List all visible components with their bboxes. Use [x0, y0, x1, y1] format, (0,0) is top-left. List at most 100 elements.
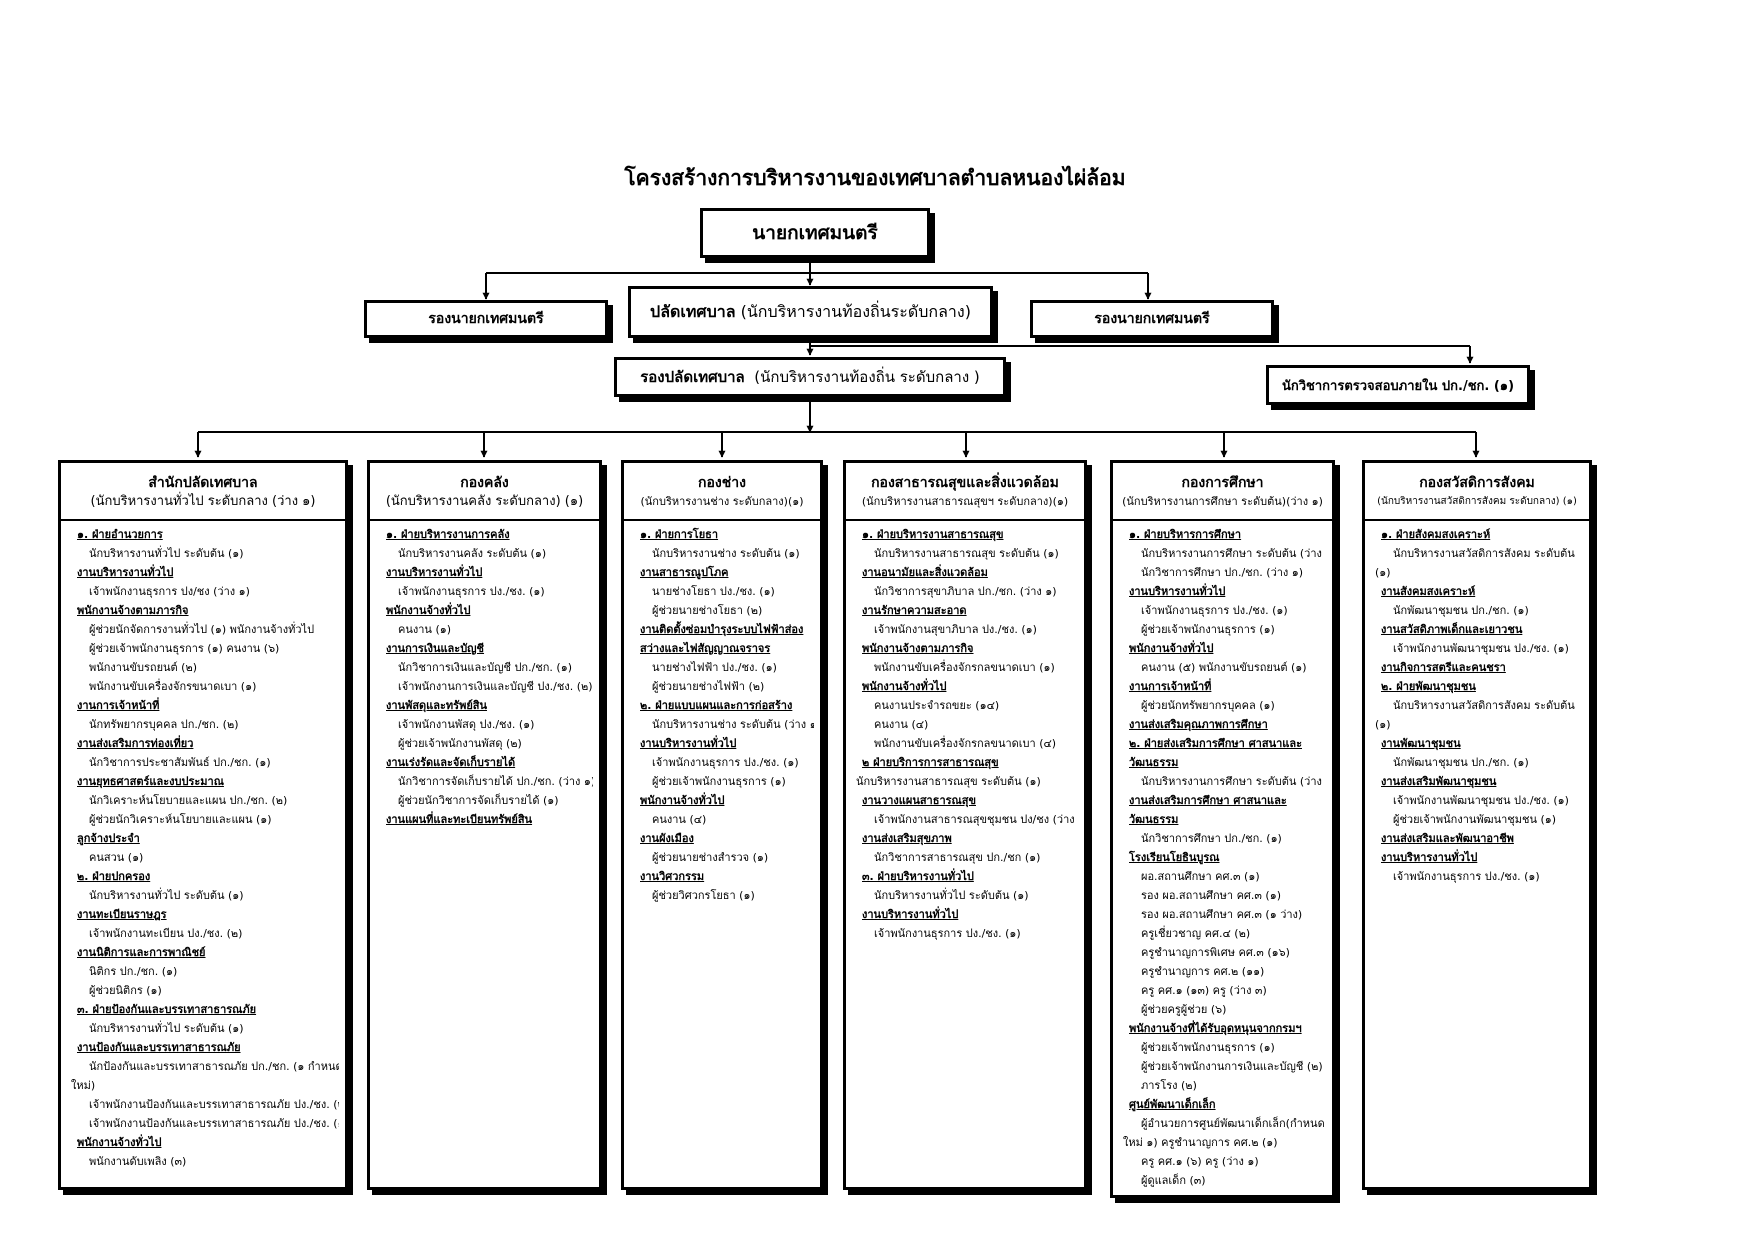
position-line: เจ้าพนักงานสาธารณสุขชุมชน ปง/ชง (ว่าง ๑) — [874, 813, 1078, 826]
section-heading: ๒. ฝ่ายส่งเสริมการศึกษา ศาสนาและ — [1129, 737, 1302, 750]
section-heading: พนักงานจ้างตามภารกิจ — [862, 642, 974, 655]
position-line: นักวิชาการเงินและบัญชี ปก./ชก. (๑) — [398, 661, 572, 674]
deputy-mayor-left-label: รองนายกเทศมนตรี — [428, 311, 544, 327]
section-heading: พนักงานจ้างทั่วไป — [862, 680, 947, 693]
section-heading: งานพัฒนาชุมชน — [1381, 737, 1461, 750]
position-line: ผู้ช่วยเจ้าพนักงานธุรการ (๑) — [652, 775, 786, 788]
division-column: กองสวัสดิการสังคม(นักบริหารงานสวัสดิการส… — [1362, 460, 1592, 1190]
position-line: เจ้าพนักงานสุขาภิบาล ปง./ชง. (๑) — [874, 623, 1037, 636]
deputy-mayor-left-box: รองนายกเทศมนตรี — [364, 300, 608, 338]
deputy-mayor-right-label: รองนายกเทศมนตรี — [1094, 311, 1210, 327]
division-header: กองช่าง(นักบริหารงานช่าง ระดับกลาง)(๑) — [624, 463, 820, 521]
position-line: ผู้ช่วยนายช่างไฟฟ้า (๒) — [652, 680, 765, 693]
auditor-box: นักวิชาการตรวจสอบภายใน ปก./ชก. (๑) — [1266, 365, 1530, 405]
position-line: นักทรัพยากรบุคคล ปก./ชก. (๒) — [89, 718, 239, 731]
mayor-box: นายกเทศมนตรี — [700, 208, 930, 258]
division-subtitle: (นักบริหารงานสาธารณสุขฯ ระดับกลาง)(๑) — [861, 495, 1069, 508]
division-title: กองสาธารณสุขและสิ่งแวดล้อม — [871, 475, 1059, 491]
position-line: นักพัฒนาชุมชน ปก./ชก. (๑) — [1393, 756, 1529, 769]
section-heading: พนักงานจ้างตามภารกิจ — [77, 604, 189, 617]
division-body: ๑. ฝ่ายบริหารงานสาธารณสุขนักบริหารงานสาธ… — [846, 521, 1084, 943]
division-body: ๑. ฝ่ายสังคมสงเคราะห์นักบริหารงานสวัสดิก… — [1365, 521, 1589, 886]
deputy-clerk-label-bold: รองปลัดเทศบาล — [640, 368, 745, 386]
position-line: ผู้ช่วยเจ้าพนักงานพัสดุ (๒) — [398, 737, 522, 750]
position-line: นักวิชาการจัดเก็บรายได้ ปก./ชก. (ว่าง ๑) — [398, 775, 593, 788]
position-line: เจ้าพนักงานป้องกันและบรรเทาสาธารณภัย ปง.… — [89, 1117, 339, 1130]
division-body: ๑. ฝ่ายอำนวยการนักบริหารงานทั่วไป ระดับต… — [61, 521, 345, 1171]
division-header: กองการศึกษา (นักบริหารงานการศึกษา ระดับต้… — [1113, 463, 1332, 521]
position-line: พนักงานขับรถยนต์ (๒) — [89, 661, 198, 674]
position-line: นักบริหารงานช่าง ระดับต้น (๑) — [652, 547, 800, 560]
section-heading: ๒ ฝ่ายบริการการสาธารณสุข — [862, 756, 999, 769]
division-column: กองสาธารณสุขและสิ่งแวดล้อม (นักบริหารงานส… — [843, 460, 1087, 1190]
position-line: ครูเชี่ยวชาญ คศ.๔ (๒) — [1141, 927, 1251, 940]
division-subtitle: (นักบริหารงานช่าง ระดับกลาง)(๑) — [640, 495, 804, 508]
position-line: นักวิชาการศึกษา ปก./ชก. (ว่าง ๑) — [1141, 566, 1304, 579]
division-column: สำนักปลัดเทศบาล(นักบริหารงานทั่วไป ระดับ… — [58, 460, 348, 1190]
section-heading: งานติดตั้งซ่อมบำรุงระบบไฟฟ้าส่อง — [640, 623, 804, 636]
division-header: กองสวัสดิการสังคม(นักบริหารงานสวัสดิการส… — [1365, 463, 1589, 521]
division-column: กองช่าง(นักบริหารงานช่าง ระดับกลาง)(๑)๑.… — [621, 460, 823, 1190]
position-line: เจ้าพนักงานธุรการ ปง./ชง. (๑) — [398, 585, 545, 598]
position-line: นักบริหารงานสาธารณสุข ระดับต้น (๑) — [874, 547, 1059, 560]
position-line: ภารโรง (๒) — [1141, 1079, 1197, 1092]
section-heading: ศูนย์พัฒนาเด็กเล็ก — [1129, 1098, 1216, 1111]
position-line: นักบริหารงานการศึกษา ระดับต้น (ว่าง ๑) — [1141, 775, 1326, 788]
division-header: กองคลัง(นักบริหารงานคลัง ระดับกลาง) (๑) — [370, 463, 599, 521]
position-line: ใหม่) — [71, 1079, 96, 1092]
position-line: ผอ.สถานศึกษา คศ.๓ (๑) — [1141, 870, 1260, 883]
position-line: ผู้ช่วยนิติกร (๑) — [89, 984, 162, 997]
deputy-mayor-right-box: รองนายกเทศมนตรี — [1030, 300, 1274, 338]
position-line: รอง ผอ.สถานศึกษา คศ.๓ (๑) — [1141, 889, 1281, 902]
position-line: คนงาน (๔) — [652, 813, 707, 826]
division-subtitle: (นักบริหารงานการศึกษา ระดับต้น)(ว่าง ๑) — [1122, 495, 1323, 508]
position-line: นักวิชาการสาธารณสุข ปก./ชก (๑) — [874, 851, 1041, 864]
position-line: นายช่างไฟฟ้า ปง./ชง. (๑) — [652, 661, 777, 674]
position-line: เจ้าพนักงานธุรการ ปง./ชง. (๑) — [874, 927, 1021, 940]
position-line: ผู้ช่วยนักวิเคราะห์นโยบายและแผน (๑) — [89, 813, 272, 826]
section-heading: วัฒนธรรม — [1129, 813, 1179, 826]
position-line: ครู คศ.๑ (๖) ครู (ว่าง ๑) — [1141, 1155, 1259, 1168]
mayor-label: นายกเทศมนตรี — [752, 222, 878, 244]
section-heading: งานการเจ้าหน้าที่ — [1129, 680, 1212, 693]
section-heading: งานแผนที่และทะเบียนทรัพย์สิน — [386, 813, 533, 826]
section-heading: งานกิจการสตรีและคนชรา — [1381, 661, 1506, 674]
position-line: นักวิเคราะห์นโยบายและแผน ปก./ชก. (๒) — [89, 794, 288, 807]
clerk-label-rest: (นักบริหารงานท้องถิ่นระดับกลาง) — [735, 301, 971, 321]
position-line: นักบริหารงานการศึกษา ระดับต้น (ว่าง ๑) — [1141, 547, 1326, 560]
section-heading: พนักงานจ้างทั่วไป — [640, 794, 725, 807]
section-heading: งานสวัสดิภาพเด็กและเยาวชน — [1381, 623, 1523, 636]
section-heading: งานเร่งรัดและจัดเก็บรายได้ — [386, 756, 516, 769]
position-line: ผู้ช่วยเจ้าพนักงานธุรการ (๑) — [1141, 623, 1275, 636]
position-line: นักป้องกันและบรรเทาสาธารณภัย ปก./ชก. (๑ … — [89, 1060, 339, 1073]
section-heading: งานยุทธศาสตร์และงบประมาณ — [77, 775, 224, 788]
position-line: คนงาน (๕) พนักงานขับรถยนต์ (๑) — [1141, 661, 1307, 674]
section-heading: งานอนามัยและสิ่งแวดล้อม — [862, 566, 988, 579]
auditor-label: นักวิชาการตรวจสอบภายใน ปก./ชก. (๑) — [1281, 378, 1515, 394]
position-line: นักบริหารงานสวัสดิการสังคม ระดับต้น — [1393, 547, 1575, 560]
section-heading: ๑. ฝ่ายบริหารงานการคลัง — [386, 528, 510, 541]
division-body: ๑. ฝ่ายการโยธานักบริหารงานช่าง ระดับต้น … — [624, 521, 820, 905]
division-subtitle: (นักบริหารงานสวัสดิการสังคม ระดับกลาง) (… — [1377, 496, 1577, 507]
division-column: กองคลัง(นักบริหารงานคลัง ระดับกลาง) (๑) ๑… — [367, 460, 602, 1190]
section-heading: งานบริหารงานทั่วไป — [386, 566, 483, 579]
position-line: คนงาน (๑) — [398, 623, 452, 636]
section-heading: ๒. ฝ่ายแบบแผนและการก่อสร้าง — [640, 699, 793, 712]
section-heading: งานส่งเสริมการท่องเที่ยว — [77, 737, 194, 750]
section-heading: ๓. ฝ่ายป้องกันและบรรเทาสาธารณภัย — [77, 1003, 257, 1016]
section-heading: ๑. ฝ่ายอำนวยการ — [77, 528, 163, 541]
position-line: เจ้าพนักงานพัฒนาชุมชน ปง./ชง. (๑) — [1393, 642, 1569, 655]
division-subtitle: (นักบริหารงานทั่วไป ระดับกลาง (ว่าง ๑) — [90, 494, 316, 509]
position-line: ผู้ช่วยนายช่างโยธา (๒) — [652, 604, 763, 617]
position-line: ผู้ช่วยเจ้าพนักงานการเงินและบัญชี (๒) — [1141, 1060, 1323, 1073]
position-line: เจ้าพนักงานทะเบียน ปง./ชง. (๒) — [89, 927, 243, 940]
position-line: ผู้ช่วยเจ้าพนักงานธุรการ (๑) คนงาน (๖) — [89, 642, 280, 655]
division-title: กองการศึกษา — [1181, 475, 1264, 491]
section-heading: งานพัสดุและทรัพย์สิน — [386, 699, 488, 712]
section-heading: งานบริหารงานทั่วไป — [640, 737, 737, 750]
section-heading: งานบริหารงานทั่วไป — [1381, 851, 1478, 864]
section-heading: งานวางแผนสาธารณสุข — [862, 794, 976, 807]
section-heading: งานนิติการและการพาณิชย์ — [77, 946, 206, 959]
section-heading: พนักงานจ้างทั่วไป — [77, 1136, 162, 1149]
